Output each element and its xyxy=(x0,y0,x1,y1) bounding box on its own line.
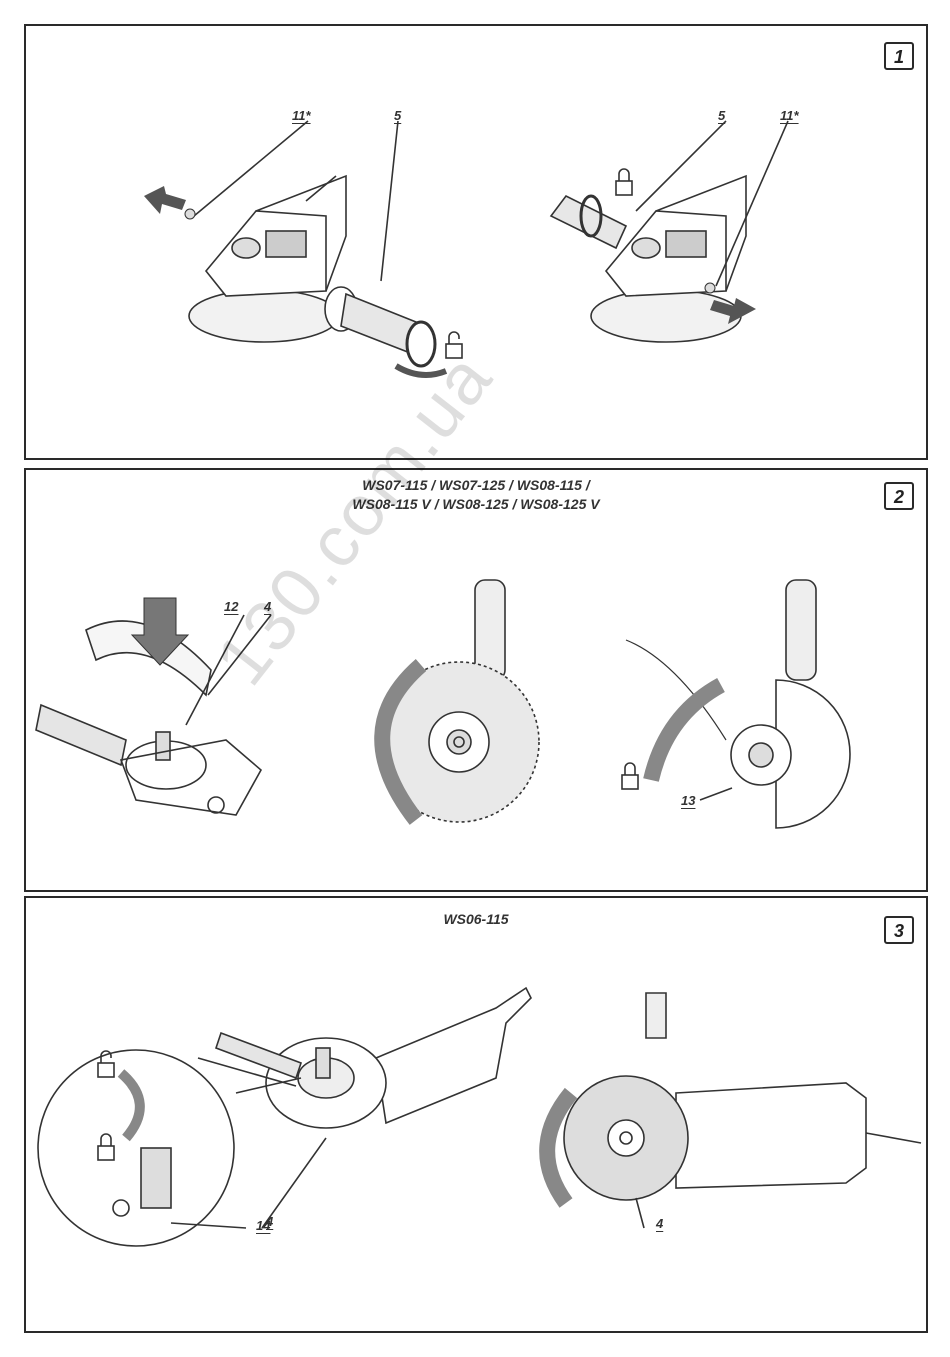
part-label-13: 13 xyxy=(681,793,695,808)
figure-panel-3: WS06-115 3 xyxy=(24,896,928,1333)
rotate-arrow-icon xyxy=(651,685,721,780)
angle-grinder-handle-illustration xyxy=(26,26,930,462)
lock-icon xyxy=(616,169,632,195)
part-label-11: 11* xyxy=(780,108,799,123)
part-label-4: 4 xyxy=(656,1216,663,1231)
figure-panel-2: WS07-115 / WS07-125 / WS08-115 / WS08-11… xyxy=(24,468,928,892)
part-label-5: 5 xyxy=(394,108,401,123)
figure-panel-1: 1 xyxy=(24,24,928,460)
ws06-guard-illustration xyxy=(26,898,930,1335)
part-label-14: 14 xyxy=(256,1218,270,1233)
arrow-push-icon xyxy=(144,186,186,214)
lock-icon xyxy=(622,763,638,789)
part-label-12: 12 xyxy=(224,599,238,614)
guard-adjustment-illustration xyxy=(26,470,930,894)
part-label-5: 5 xyxy=(718,108,725,123)
part-label-11: 11* xyxy=(292,108,311,123)
part-label-4: 4 xyxy=(264,599,271,614)
unlock-icon xyxy=(446,332,462,358)
